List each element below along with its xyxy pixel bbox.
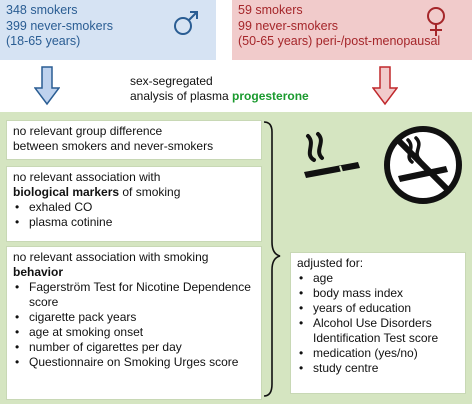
list-item: study centre bbox=[297, 361, 459, 376]
group-difference-line1: no relevant group difference bbox=[13, 124, 163, 138]
group-difference-box: no relevant group difference between smo… bbox=[6, 120, 262, 160]
list-item: Fagerström Test for Nicotine Dependence … bbox=[13, 280, 255, 310]
smoking-behavior-box: no relevant association with smoking beh… bbox=[6, 246, 262, 400]
biological-markers-intro: no relevant association with bbox=[13, 170, 161, 184]
list-item: medication (yes/no) bbox=[297, 346, 459, 361]
adjusted-for-box: adjusted for: age body mass index years … bbox=[290, 252, 466, 394]
smoking-behavior-heading: behavior bbox=[13, 265, 64, 279]
down-arrow-blue-icon bbox=[34, 66, 60, 106]
analysis-line1: sex-segregated bbox=[130, 74, 213, 88]
progesterone-label: progesterone bbox=[232, 89, 309, 103]
male-age-range: (18-65 years) bbox=[6, 34, 81, 48]
adjusted-for-list: age body mass index years of education A… bbox=[297, 271, 459, 376]
group-difference-line2: between smokers and never-smokers bbox=[13, 139, 214, 153]
list-item: years of education bbox=[297, 301, 459, 316]
list-item: exhaled CO bbox=[13, 200, 255, 215]
list-item: number of cigarettes per day bbox=[13, 340, 255, 355]
down-arrow-red-icon bbox=[372, 66, 398, 106]
list-item: age at smoking onset bbox=[13, 325, 255, 340]
biological-markers-box: no relevant association with biological … bbox=[6, 166, 262, 242]
male-smokers: 348 smokers bbox=[6, 3, 78, 17]
list-item: age bbox=[297, 271, 459, 286]
female-smokers: 59 smokers bbox=[238, 3, 303, 17]
analysis-note: sex-segregated analysis of plasma proges… bbox=[130, 74, 309, 104]
list-item: Alcohol Use Disorders Identification Tes… bbox=[297, 316, 459, 346]
female-age-range: (50-65 years) peri-/post-menopausal bbox=[238, 34, 441, 48]
list-item: body mass index bbox=[297, 286, 459, 301]
cigarette-icon bbox=[304, 132, 360, 178]
smoking-behavior-intro: no relevant association with smoking bbox=[13, 250, 209, 264]
biological-markers-heading: biological markers of smoking bbox=[13, 185, 181, 199]
biological-markers-list: exhaled CO plasma cotinine bbox=[13, 200, 255, 230]
male-symbol-icon bbox=[174, 11, 198, 35]
female-never-smokers: 99 never-smokers bbox=[238, 18, 339, 33]
adjusted-for-title: adjusted for: bbox=[297, 256, 364, 270]
analysis-line2: analysis of plasma progesterone bbox=[130, 89, 309, 103]
list-item: cigarette pack years bbox=[13, 310, 255, 325]
smoking-behavior-list: Fagerström Test for Nicotine Dependence … bbox=[13, 280, 255, 370]
female-symbol-icon bbox=[427, 7, 445, 36]
male-cohort-box: 348 smokers 399 never-smokers (18-65 yea… bbox=[0, 0, 216, 60]
no-smoking-icon bbox=[384, 126, 462, 204]
bracket-icon bbox=[263, 121, 281, 397]
list-item: plasma cotinine bbox=[13, 215, 255, 230]
male-never-smokers: 399 never-smokers bbox=[6, 18, 113, 33]
list-item: Questionnaire on Smoking Urges score bbox=[13, 355, 255, 370]
